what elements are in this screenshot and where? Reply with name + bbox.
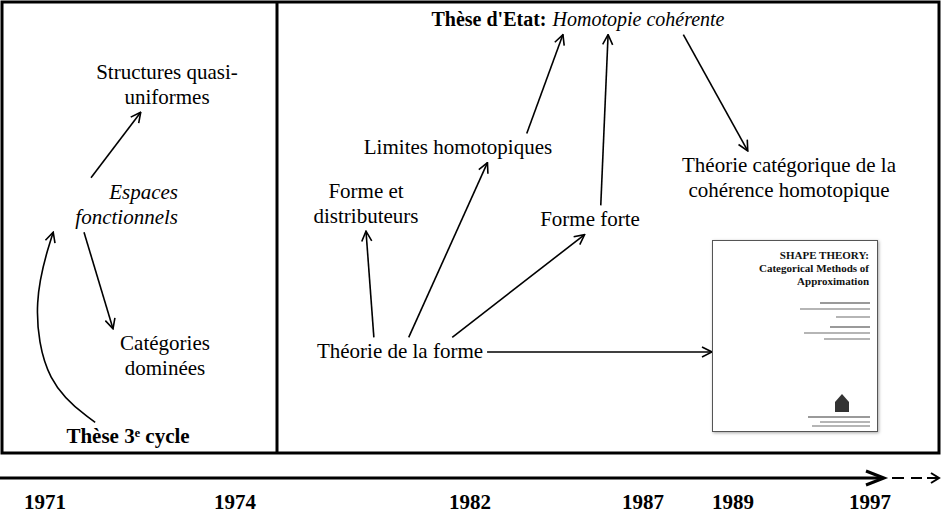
topic-text: Théorie de la forme [313, 337, 487, 366]
book-cover-art [800, 302, 870, 427]
connector-arrow [366, 231, 374, 337]
year-label: 1982 [449, 490, 491, 515]
node-text: Forme et distributeurs [295, 179, 437, 229]
illegible-print [800, 308, 870, 310]
illegible-print [836, 316, 870, 318]
illegible-print [812, 425, 870, 427]
connector-arrow [452, 235, 584, 338]
topic-text: Structures quasi- uniformes [80, 58, 255, 112]
outer-frame [2, 2, 939, 453]
book-cover: SHAPE THEORY: Categorical Methods of App… [712, 240, 878, 432]
node-text: Homotopie cohérente [553, 8, 725, 30]
node-text: Thèse 3ᵉ cycle [66, 424, 189, 449]
connector-arrow [409, 163, 488, 338]
node-text: Structures quasi- uniformes [84, 60, 251, 110]
book-title: SHAPE THEORY: Categorical Methods of App… [757, 249, 869, 289]
node-text: Thèse d'Etat: [432, 8, 547, 30]
node-text: Espaces fonctionnels [46, 180, 178, 230]
node-text: Forme forte [540, 207, 640, 232]
connector-arrow [37, 232, 95, 422]
topic-text: Espaces fonctionnels [42, 178, 182, 232]
node-text: Catégories dominées [104, 331, 226, 381]
illegible-print [820, 302, 870, 304]
topic-text: Théorie catégorique de la cohérence homo… [652, 151, 927, 205]
node-text: Théorie catégorique de la cohérence homo… [656, 153, 923, 203]
illegible-print [830, 326, 870, 328]
connector-arrow [84, 232, 113, 329]
illegible-print [804, 332, 870, 334]
illegible-print [824, 338, 870, 340]
thesis-text: Thèse d'Etat: Homotopie cohérente [428, 5, 729, 34]
connector-arrow [91, 112, 141, 178]
timeline-arrowhead [931, 473, 939, 483]
timeline-axis [0, 477, 880, 480]
topic-text: Forme et distributeurs [291, 177, 441, 231]
year-label: 1989 [712, 490, 754, 515]
connector-arrow [487, 351, 712, 353]
connector-arrow [527, 35, 563, 134]
timeline-dash [892, 477, 904, 479]
period-divider [276, 2, 279, 453]
publisher-logo [835, 394, 849, 412]
connector-arrow [683, 35, 747, 151]
year-label: 1997 [849, 490, 891, 515]
topic-text: Limites homotopiques [360, 133, 556, 162]
node-text: Théorie de la forme [317, 339, 483, 364]
year-label: 1974 [214, 490, 256, 515]
illegible-print [820, 421, 870, 423]
year-label: 1987 [622, 490, 664, 515]
node-text: Limites homotopiques [364, 135, 552, 160]
connector-arrow [601, 35, 608, 206]
topic-text: Catégories dominées [100, 329, 230, 383]
timeline-dash [911, 477, 922, 479]
timeline-arrowhead [866, 471, 884, 485]
year-label: 1971 [24, 490, 66, 515]
topic-text: Forme forte [536, 205, 644, 234]
illegible-print [808, 416, 870, 418]
thesis-text: Thèse 3ᵉ cycle [62, 422, 193, 451]
